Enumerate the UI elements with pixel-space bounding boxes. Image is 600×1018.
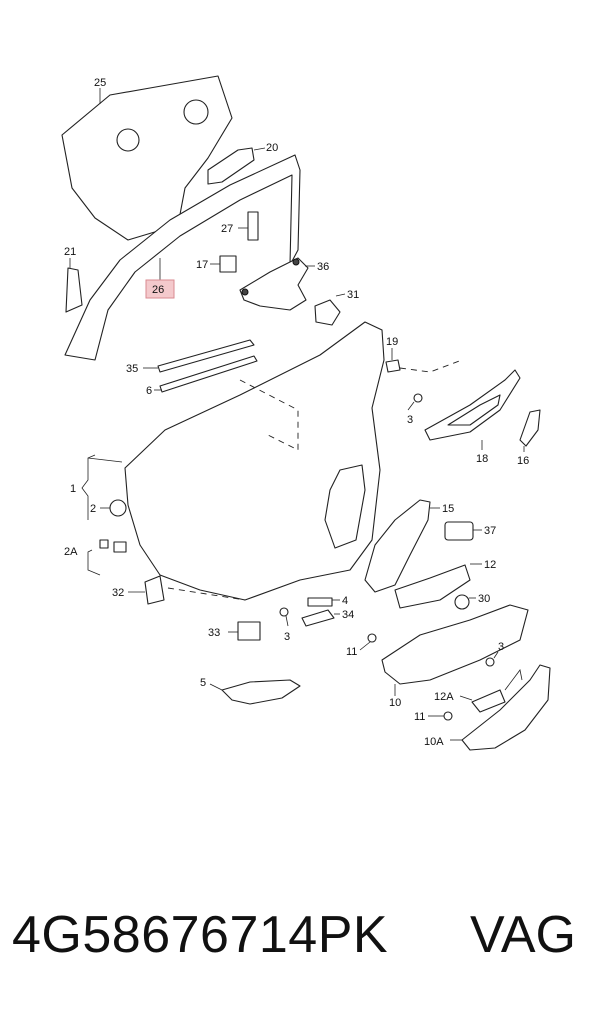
callout-1: 1: [70, 483, 76, 495]
callout-21: 21: [64, 246, 76, 258]
part-12A-switch-unit: [459, 669, 523, 713]
callout-10: 10: [389, 697, 401, 709]
callout-31: 31: [347, 289, 359, 301]
callout-30: 30: [478, 593, 490, 605]
part-2A-clips: [87, 539, 127, 576]
callout-32: 32: [112, 587, 124, 599]
callout-16: 16: [517, 455, 529, 467]
part-25-sealing-foil: [61, 75, 233, 241]
callout-3-upper: 3: [407, 414, 413, 426]
part-37-cover: [444, 521, 482, 541]
callout-11-lower: 11: [414, 711, 425, 723]
callout-6: 6: [146, 385, 152, 397]
part-12-switch-unit: [394, 563, 482, 609]
part-21-corner-trim: [65, 258, 83, 313]
callout-33: 33: [208, 627, 220, 639]
part-30-knob: [454, 594, 476, 610]
callout-36: 36: [317, 261, 329, 273]
part-11-screw-lower: [428, 711, 453, 721]
door-trim-panel: [124, 321, 385, 601]
part-36-door-lock-mechanism: [239, 257, 315, 311]
part-34-handle-shell: [301, 609, 340, 627]
part-3-screw-lower: [485, 651, 499, 667]
callout-5: 5: [200, 677, 206, 689]
part-26-window-trim: [64, 154, 301, 361]
callout-27: 27: [221, 223, 233, 235]
callout-3-middle: 3: [284, 631, 290, 643]
group-1-bracket: [81, 454, 123, 520]
part-27-clip: [238, 211, 259, 241]
part-10A-armrest: [450, 664, 551, 751]
part-15-speaker-cover: [364, 499, 440, 593]
part-5-pocket-liner: [209, 679, 301, 705]
exploded-parts-diagram: 25 20 27 21 17 36 26 31 19 35 6 3 18 16 …: [61, 75, 551, 751]
callout-12: 12: [484, 559, 496, 571]
callout-2: 2: [90, 503, 96, 515]
callout-26-highlight-box: [145, 279, 175, 299]
part-31-connector: [314, 293, 346, 326]
callout-34: 34: [342, 609, 354, 621]
callout-20: 20: [266, 142, 278, 154]
part-3-screw-upper: [407, 393, 423, 411]
callout-10A: 10A: [424, 736, 444, 748]
callout-4: 4: [342, 595, 348, 607]
part-2-clip: [100, 499, 127, 517]
callout-17: 17: [196, 259, 208, 271]
part-35-strip: [143, 339, 255, 373]
callout-3-lower: 3: [498, 641, 504, 653]
callout-26: 26: [152, 284, 164, 296]
callout-37: 37: [484, 525, 496, 537]
part-19-clip: [385, 348, 463, 373]
part-4-cap: [307, 597, 340, 607]
part-number-text: 4G58676714PK: [12, 906, 389, 964]
callout-12A: 12A: [434, 691, 454, 703]
part-6-strip: [154, 355, 258, 393]
part-10-armrest: [381, 604, 529, 696]
callout-25: 25: [94, 77, 106, 89]
part-33-block: [228, 621, 261, 641]
part-11-screw-upper: [359, 633, 377, 651]
callout-18: 18: [476, 453, 488, 465]
callout-35: 35: [126, 363, 138, 375]
part-16-speaker-grille: [519, 409, 541, 452]
callout-19: 19: [386, 336, 398, 348]
part-32-switch: [128, 575, 165, 605]
part-20-trim-strip: [207, 147, 266, 185]
part-18-handle-bezel: [424, 369, 521, 450]
callout-2A: 2A: [64, 546, 78, 558]
part-3-screw-middle: [279, 607, 289, 627]
callout-11-upper: 11: [346, 646, 357, 658]
brand-text: VAG: [470, 906, 576, 964]
part-17-pad: [210, 255, 237, 273]
callout-15: 15: [442, 503, 454, 515]
